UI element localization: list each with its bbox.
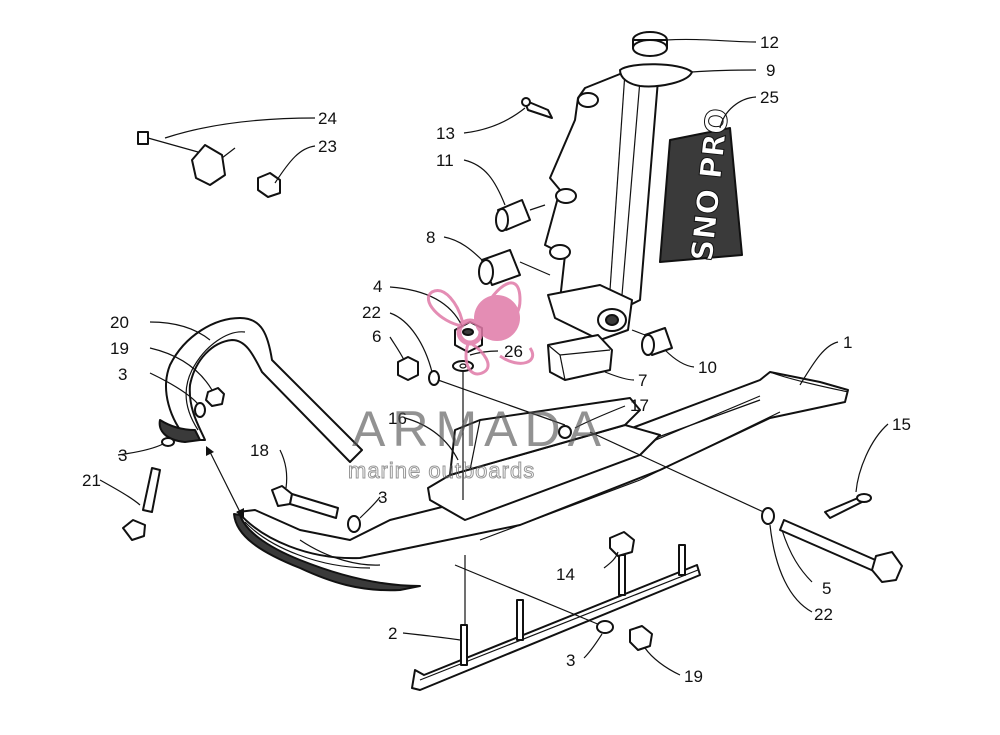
saddle-bracket-part <box>427 397 661 521</box>
nut-bottom-part <box>609 531 635 557</box>
callout-20: 20 <box>110 313 129 332</box>
bushing-right-part <box>631 327 673 356</box>
washer-right-part <box>761 507 775 525</box>
callout-24: 24 <box>318 109 337 128</box>
callout-10: 10 <box>698 358 717 377</box>
propeller-logo-icon <box>426 281 534 376</box>
callout-18: 18 <box>250 441 269 460</box>
rubber-block-part <box>547 334 613 381</box>
callout-8: 8 <box>426 228 435 247</box>
nut-upper-left-part <box>257 172 281 198</box>
callout-19-upper: 19 <box>110 339 129 358</box>
callout-15: 15 <box>892 415 911 434</box>
grease-fitting-part <box>521 97 553 119</box>
callout-13: 13 <box>436 124 455 143</box>
bolt-mid-part <box>271 485 339 519</box>
callout-9: 9 <box>766 61 775 80</box>
nut-left-part <box>397 356 419 381</box>
wear-bar-part <box>411 544 701 691</box>
callout-1: 1 <box>843 333 852 352</box>
callout-17: 17 <box>630 396 649 415</box>
bushing-lower-part <box>478 249 551 286</box>
callout-25: 25 <box>760 88 779 107</box>
callout-22-upper: 22 <box>362 303 381 322</box>
cap-part <box>632 31 668 57</box>
ski-loop-handle-part <box>158 317 363 463</box>
callout-22-lower: 22 <box>814 605 833 624</box>
callout-6: 6 <box>372 327 381 346</box>
washer-handle-part <box>194 402 206 418</box>
callout-5: 5 <box>822 579 831 598</box>
callout-16: 16 <box>388 409 407 428</box>
washer-bottom-part <box>596 620 614 634</box>
watermark: ARMADA marine outboards <box>348 281 608 484</box>
bolt-upper-left-part <box>137 131 199 153</box>
callout-12: 12 <box>760 33 779 52</box>
callout-11: 11 <box>436 151 454 170</box>
leader-lines <box>99 38 889 676</box>
spindle-part <box>544 63 693 341</box>
washer-lower-left-part <box>161 437 175 447</box>
callout-21: 21 <box>82 471 101 490</box>
bolt-lower-left-part <box>122 467 161 541</box>
callout-26: 26 <box>504 342 523 361</box>
decal-part: SNO PRO <box>659 106 743 263</box>
callout-19-lower: 19 <box>684 667 703 686</box>
watermark-title: ARMADA <box>352 401 608 457</box>
callout-labels: 12 9 25 24 23 13 11 8 4 22 6 26 10 7 1 2… <box>82 33 911 686</box>
callout-3-bottom: 3 <box>566 651 575 670</box>
washer-mid-part <box>347 515 361 533</box>
callout-3-left: 3 <box>118 446 127 465</box>
callout-3-mid: 3 <box>378 488 387 507</box>
bracket-upper-left-part <box>191 144 236 186</box>
washer-left-part <box>428 370 440 386</box>
callout-14: 14 <box>556 565 575 584</box>
nut-bottom-right-part <box>629 625 653 651</box>
long-bolt-part <box>779 519 903 583</box>
callout-23: 23 <box>318 137 337 156</box>
callout-2: 2 <box>388 624 397 643</box>
bushing-upper-part <box>495 199 546 232</box>
callout-4: 4 <box>373 277 382 296</box>
nut-handle-part <box>205 387 225 407</box>
cotter-pin-part <box>824 493 872 519</box>
callout-7: 7 <box>638 371 647 390</box>
watermark-subtitle: marine outboards <box>348 458 535 483</box>
callout-3-handle: 3 <box>118 365 127 384</box>
